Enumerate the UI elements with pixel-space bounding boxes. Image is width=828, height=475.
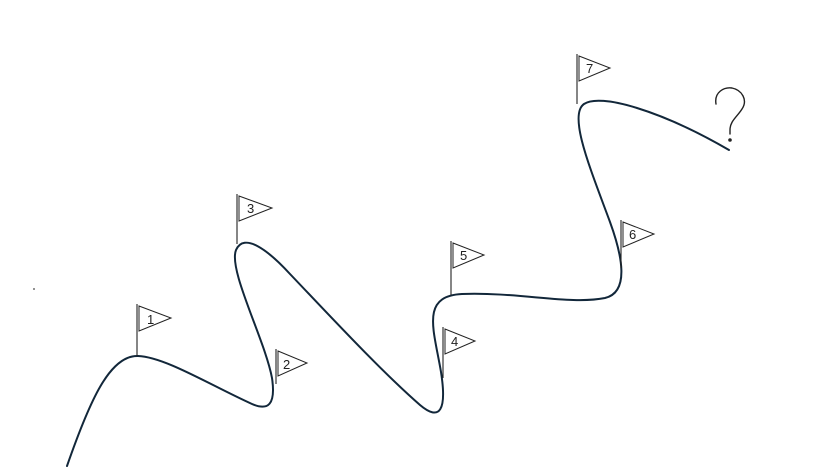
flag-pennant (277, 350, 309, 377)
flag-pennant (622, 221, 656, 248)
winding-path (66, 99, 730, 467)
flag-label: 3 (247, 201, 254, 216)
flag-4: 4 (442, 327, 477, 378)
flag-5: 5 (450, 241, 486, 295)
flag-label: 7 (586, 61, 593, 76)
flag-6: 6 (620, 220, 656, 268)
flag-label: 2 (283, 357, 290, 372)
flag-pennant (578, 55, 612, 82)
flag-2: 2 (275, 349, 309, 384)
question-mark-icon: ? (715, 87, 746, 142)
flag-label: 1 (147, 312, 154, 327)
flag-pennant (452, 242, 486, 269)
flag-label: 5 (460, 248, 467, 263)
flag-1: 1 (136, 304, 173, 356)
stray-dot (33, 288, 35, 290)
flag-label: 6 (629, 227, 636, 242)
flag-pennant (138, 305, 173, 332)
flag-7: 7 (576, 54, 612, 104)
flag-pennant (238, 195, 274, 222)
flag-label: 4 (451, 334, 458, 349)
flag-pennant (444, 328, 477, 355)
flag-3: 3 (236, 194, 274, 244)
